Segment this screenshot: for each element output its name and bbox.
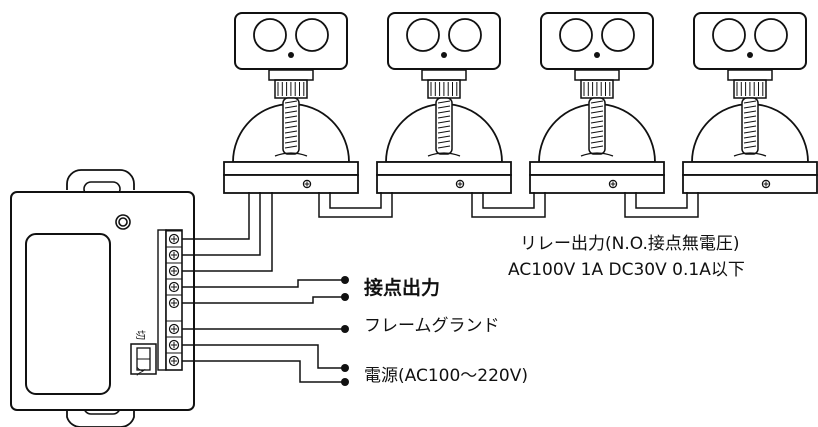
sensor-lens	[559, 18, 593, 52]
terminal-screw-icon	[166, 246, 182, 261]
sensor-head	[234, 12, 348, 70]
controller-unit	[10, 169, 195, 427]
sensor-base	[682, 161, 818, 176]
terminal-screw-icon	[166, 230, 182, 245]
sensor-unit	[223, 12, 359, 194]
power-supply-label: 電源(AC100～220V)	[364, 366, 528, 386]
terminal-screw-icon	[166, 352, 182, 367]
sensor-lens	[601, 18, 635, 52]
screw-icon	[608, 179, 618, 189]
switch-on-label: 入	[134, 366, 145, 376]
sensor-lens	[406, 18, 440, 52]
sensor-lens	[712, 18, 746, 52]
terminal-wires	[182, 192, 342, 383]
photoelectric-sensors	[223, 12, 818, 194]
sensor-lens	[448, 18, 482, 52]
screw-icon	[302, 179, 312, 189]
terminal-screw-icon	[166, 278, 182, 293]
sensor-head	[540, 12, 654, 70]
connection-points	[341, 276, 349, 386]
sensor-head	[387, 12, 501, 70]
screw-icon	[455, 179, 465, 189]
terminal-screw-icon	[166, 262, 182, 277]
terminal-screw-icon	[166, 294, 182, 309]
sensor-unit	[682, 12, 818, 194]
sensor-unit	[529, 12, 665, 194]
switch-off-label: 切	[134, 330, 145, 340]
relay-output-label: リレー出力(N.O.接点無電圧)	[520, 234, 740, 254]
screw-icon	[761, 179, 771, 189]
sensor-head	[693, 12, 807, 70]
contact-output-label: 接点出力	[364, 277, 441, 299]
terminal-block	[157, 229, 183, 371]
sensor-base	[376, 161, 512, 176]
terminal-screw-icon	[166, 336, 182, 351]
frame-ground-label: フレームグランド	[364, 316, 500, 336]
sensor-lens	[295, 18, 329, 52]
relay-rating-label: AC100V 1A DC30V 0.1A以下	[508, 260, 745, 280]
sensor-chain-wires	[318, 192, 699, 218]
terminal-screw-icon	[166, 320, 182, 335]
sensor-lens	[754, 18, 788, 52]
sensor-base	[223, 161, 359, 176]
sensor-base	[529, 161, 665, 176]
sensor-lens	[253, 18, 287, 52]
sensor-unit	[376, 12, 512, 194]
